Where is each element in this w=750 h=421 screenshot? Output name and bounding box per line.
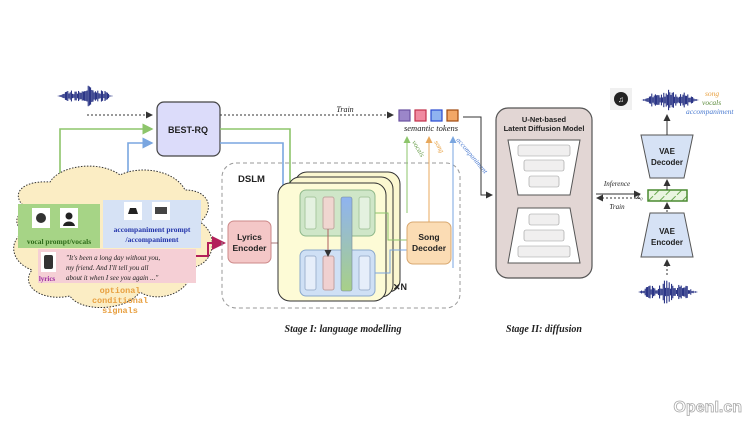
music-note-icon bbox=[614, 92, 628, 106]
input-waveform-vae-icon bbox=[638, 280, 698, 304]
inference-label: Inference bbox=[603, 180, 630, 188]
vocal-out-line bbox=[375, 212, 407, 241]
vae-decoder-label-1: VAE bbox=[659, 147, 676, 156]
accompaniment-prompt-label-1: accompaniment prompt bbox=[114, 225, 191, 234]
vocal-prompt-label: vocal prompt/vocals bbox=[27, 237, 91, 246]
semantic-token bbox=[430, 109, 443, 122]
song-stream-label: song bbox=[432, 139, 446, 155]
vae-decoder-block bbox=[640, 134, 694, 179]
output-waveform-icon bbox=[641, 89, 700, 111]
dslm-label: DSLM bbox=[238, 174, 265, 185]
watermark: OpenI.cn bbox=[674, 399, 742, 416]
song-decoder-label-2: Decoder bbox=[412, 243, 447, 253]
lyrics-text-2: my friend. And I'll tell you all bbox=[66, 264, 148, 272]
vocal-prompt-panel bbox=[18, 204, 100, 248]
semantic-tokens-label: semantic tokens bbox=[404, 123, 459, 133]
vocals-stream-label: vocals bbox=[410, 139, 426, 159]
output-vocals-label: vocals bbox=[702, 98, 721, 107]
semantic-tokens bbox=[398, 109, 459, 122]
vae-encoder-label-2: Encoder bbox=[651, 238, 683, 247]
output-accompaniment-label: accompaniment bbox=[686, 107, 734, 116]
best-rq-label: BEST-RQ bbox=[168, 125, 208, 135]
lyrics-text-1: "It's been a long day without you, bbox=[66, 254, 160, 262]
vae-encoder-block bbox=[640, 212, 694, 258]
stage-1-label: Stage I: language modelling bbox=[285, 324, 402, 335]
output-song-label: song bbox=[705, 89, 719, 98]
svg-text:♫: ♫ bbox=[618, 95, 624, 104]
unet-label-1: U-Net-based bbox=[522, 115, 567, 124]
lyrics-arrow bbox=[196, 236, 226, 257]
shared-attention-column bbox=[340, 196, 353, 292]
lyrics-text-3: about it when I see you again ..." bbox=[66, 274, 158, 282]
dslm-container bbox=[221, 162, 461, 309]
optional-signals-line-3: signals bbox=[102, 306, 138, 316]
lyrics-encoder-block bbox=[227, 220, 272, 264]
stage-2-label: Stage II: diffusion bbox=[506, 324, 582, 335]
unet-label-2: Latent Diffusion Model bbox=[504, 124, 585, 133]
repeat-n-label: ✕N bbox=[393, 282, 407, 292]
train-label-right: Train bbox=[609, 203, 625, 211]
lyrics-panel bbox=[38, 249, 196, 283]
z0-label: Z₀ bbox=[636, 192, 643, 201]
lyrics-label: lyrics bbox=[39, 275, 56, 283]
train-label-top: Train bbox=[336, 105, 353, 114]
latent-z0 bbox=[647, 189, 688, 202]
lyrics-encoder-label-1: Lyrics bbox=[237, 232, 262, 242]
input-waveform-icon bbox=[57, 85, 113, 107]
accompaniment-stream-label: accompaniment bbox=[454, 136, 489, 176]
accomp-out-line bbox=[375, 249, 407, 274]
tokens-to-unet-arrow bbox=[463, 116, 493, 199]
accompaniment-prompt-label-2: /accompaniment bbox=[125, 235, 179, 244]
optional-signals-line-1: optional bbox=[100, 286, 141, 296]
optional-signals-line-2: conditional bbox=[92, 296, 148, 306]
vae-decoder-label-2: Decoder bbox=[651, 158, 683, 167]
semantic-token bbox=[398, 109, 411, 122]
lyrics-encoder-label-2: Encoder bbox=[232, 243, 267, 253]
song-decoder-label-1: Song bbox=[418, 232, 439, 242]
vae-encoder-label-1: VAE bbox=[659, 227, 676, 236]
semantic-token bbox=[414, 109, 427, 122]
semantic-token bbox=[446, 109, 459, 122]
